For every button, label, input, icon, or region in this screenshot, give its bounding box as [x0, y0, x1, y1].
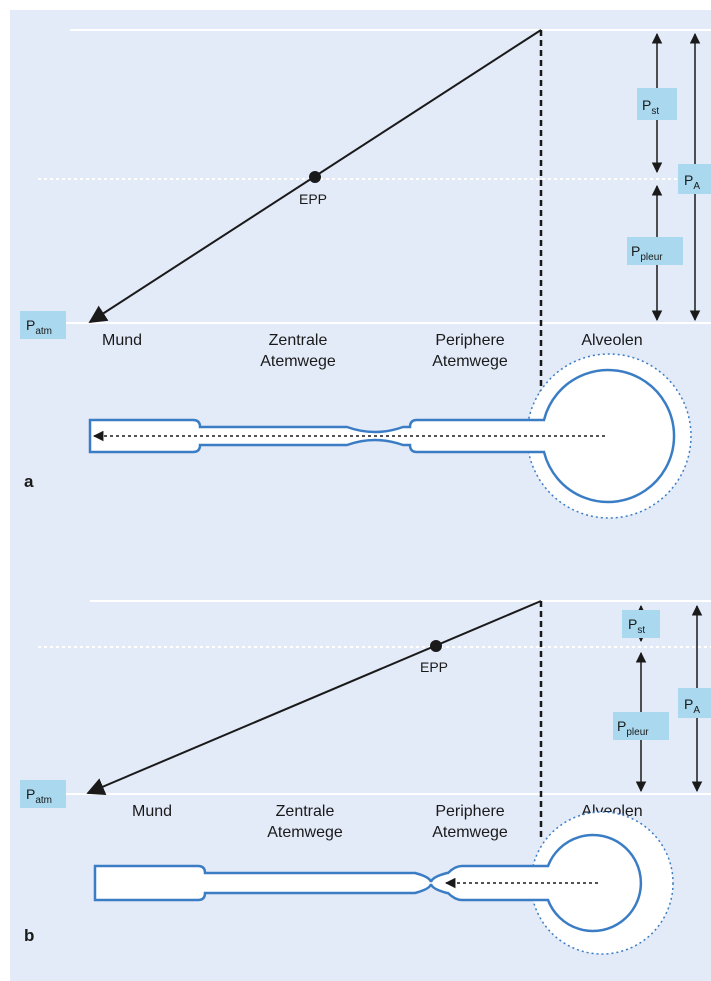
label-central-airways-line2: Atemwege	[267, 824, 343, 841]
label-central-airways-line1: Zentrale	[269, 332, 328, 349]
label-peripheral-airways-line1: Periphere	[435, 332, 504, 349]
p-pleur-box	[613, 712, 669, 740]
p-st-label: Pst	[628, 616, 645, 636]
p-a-label: PA	[684, 696, 700, 716]
equal-pressure-point	[430, 640, 442, 652]
equal-pressure-point	[309, 171, 321, 183]
label-alveoli: Alveolen	[581, 332, 642, 349]
p-a-box	[678, 688, 711, 718]
p-st-label: Pst	[642, 97, 659, 117]
p-atm-label: Patm	[26, 786, 52, 806]
panel-a: EPP Pst Ppleur PA Patm Mund Zentrale Ate…	[20, 29, 711, 519]
p-pleur-label: Ppleur	[631, 243, 663, 263]
label-mouth: Mund	[132, 803, 172, 820]
epp-label: EPP	[299, 191, 327, 207]
p-atm-box	[20, 780, 66, 808]
p-st-box	[622, 610, 660, 638]
epp-label: EPP	[420, 659, 448, 675]
panel-letter-a: a	[24, 472, 34, 491]
label-peripheral-airways-line2: Atemwege	[432, 824, 508, 841]
label-mouth: Mund	[102, 332, 142, 349]
p-atm-box	[20, 311, 66, 339]
label-central-airways-line2: Atemwege	[260, 353, 336, 370]
panel-b: EPP Pst Ppleur PA Patm Mund Zentrale Ate…	[20, 600, 711, 955]
panel-letter-b: b	[24, 926, 34, 945]
p-pleur-box	[627, 237, 683, 265]
p-a-label: PA	[684, 172, 700, 192]
p-a-box	[678, 164, 711, 194]
label-peripheral-airways-line1: Periphere	[435, 803, 504, 820]
p-st-box	[637, 88, 677, 120]
label-central-airways-line1: Zentrale	[276, 803, 335, 820]
label-peripheral-airways-line2: Atemwege	[432, 353, 508, 370]
p-pleur-label: Ppleur	[617, 718, 649, 738]
p-atm-label: Patm	[26, 317, 52, 337]
airway-tube	[93, 833, 643, 933]
pressure-gradient-line	[86, 600, 542, 795]
